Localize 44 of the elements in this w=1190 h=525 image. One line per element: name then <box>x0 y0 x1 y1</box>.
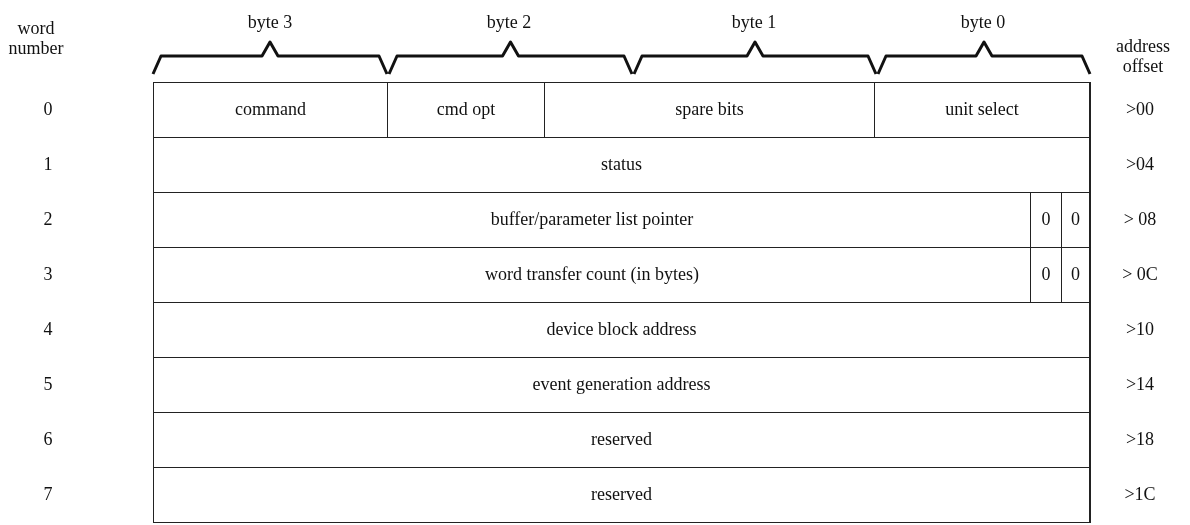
address-offset: > 08 <box>1122 209 1158 230</box>
field-name: 0 <box>1041 210 1051 230</box>
word-number: 5 <box>42 374 54 395</box>
register-field <box>153 412 1091 468</box>
register-field <box>153 357 1091 413</box>
field-name: reserved <box>591 430 652 450</box>
field-name: cmd opt <box>436 100 496 120</box>
field-name: word transfer count (in bytes) <box>485 265 699 285</box>
address-offset: >10 <box>1124 319 1156 340</box>
column-heading: word number <box>7 17 65 59</box>
field-name: 0 <box>1041 265 1051 285</box>
byte-label: byte 1 <box>730 11 778 33</box>
address-offset: > 0C <box>1121 264 1159 285</box>
field-name: status <box>601 155 642 175</box>
address-offset: >00 <box>1124 99 1156 120</box>
register-field <box>153 467 1091 523</box>
field-name: 0 <box>1071 265 1080 285</box>
register-field <box>153 137 1091 193</box>
address-offset: >18 <box>1124 429 1156 450</box>
word-number: 0 <box>42 99 54 120</box>
address-offset: >1C <box>1123 484 1157 505</box>
word-number: 1 <box>42 154 54 175</box>
word-number: 6 <box>42 429 54 450</box>
byte-label: byte 2 <box>485 11 533 33</box>
word-number: 7 <box>42 484 54 505</box>
field-name: event generation address <box>532 375 711 395</box>
field-name: buffer/parameter list pointer <box>490 210 694 230</box>
field-name: 0 <box>1071 210 1080 230</box>
register-field <box>153 302 1091 358</box>
field-name: unit select <box>945 100 1019 120</box>
field-name: device block address <box>546 320 697 340</box>
word-number: 3 <box>42 264 54 285</box>
word-number: 4 <box>42 319 54 340</box>
register-field <box>153 82 388 138</box>
field-name: command <box>235 100 306 120</box>
address-offset: >04 <box>1124 154 1156 175</box>
field-name: reserved <box>591 485 652 505</box>
word-number: 2 <box>42 209 54 230</box>
column-heading: address offset <box>1115 35 1171 77</box>
address-offset: >14 <box>1124 374 1156 395</box>
register-field <box>874 82 1091 138</box>
byte-label: byte 3 <box>246 11 294 33</box>
byte-label: byte 0 <box>959 11 1007 33</box>
field-name: spare bits <box>675 100 744 120</box>
